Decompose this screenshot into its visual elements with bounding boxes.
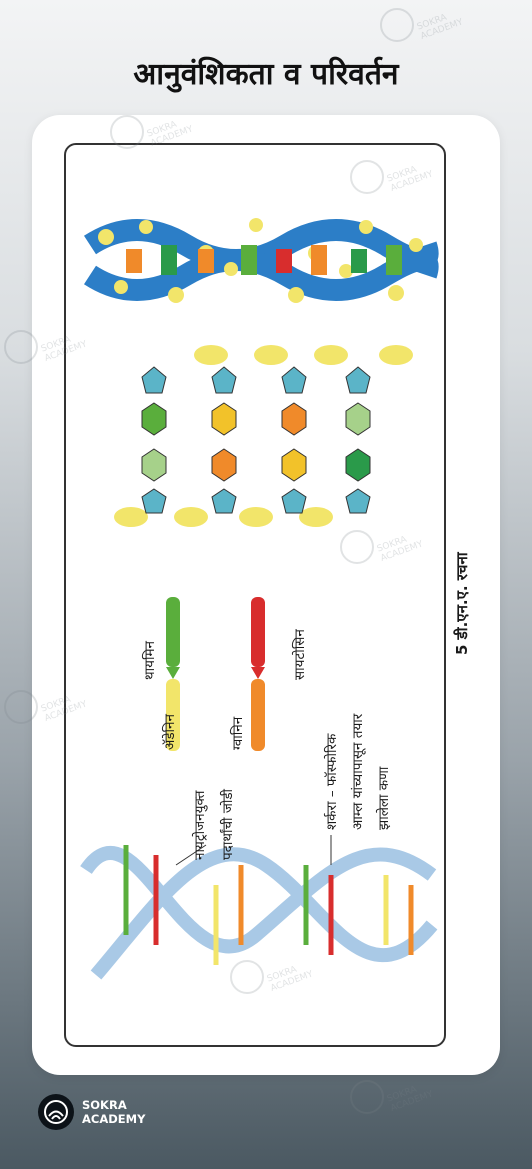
label-sugar-line3: झालेला कणा xyxy=(376,766,392,830)
brand-logo: SOKRA ACADEMY xyxy=(38,1094,145,1130)
base-pair-ladder xyxy=(114,345,413,527)
pair-1 xyxy=(141,366,167,514)
ribbon-helix xyxy=(80,835,438,980)
label-sugar-line2: आम्ल यांच्यापासून तयार xyxy=(350,713,366,830)
label-sugar-line1: शर्करा – फॉस्फोरिक xyxy=(324,733,340,830)
figure-caption: 5 डी.एन.ए. रचना xyxy=(453,552,471,655)
sokra-logo-icon xyxy=(38,1094,74,1130)
label-guanine: ग्वानिन xyxy=(230,716,246,750)
label-adenine: ॲडेनिन xyxy=(162,713,178,750)
dna-figure xyxy=(80,218,439,980)
label-cytosine: सायटोसिन xyxy=(292,629,308,680)
brand-line2: ACADEMY xyxy=(82,1112,146,1126)
legend xyxy=(166,597,265,751)
brand-line1: SOKRA xyxy=(82,1098,127,1112)
label-thymine: थायमिन xyxy=(142,640,158,680)
pair-3 xyxy=(281,366,307,514)
page-title: आनुवंशिकता व परिवर्तन xyxy=(133,57,399,92)
label-nitrogen-line1: नायट्रोजनयुक्त xyxy=(192,790,208,860)
pair-4 xyxy=(345,366,371,514)
figure-frame xyxy=(64,143,446,1047)
space-filling-model xyxy=(83,218,439,303)
label-nitrogen-line2: पदार्थांची जोडी xyxy=(220,788,236,860)
pair-2 xyxy=(211,366,237,514)
